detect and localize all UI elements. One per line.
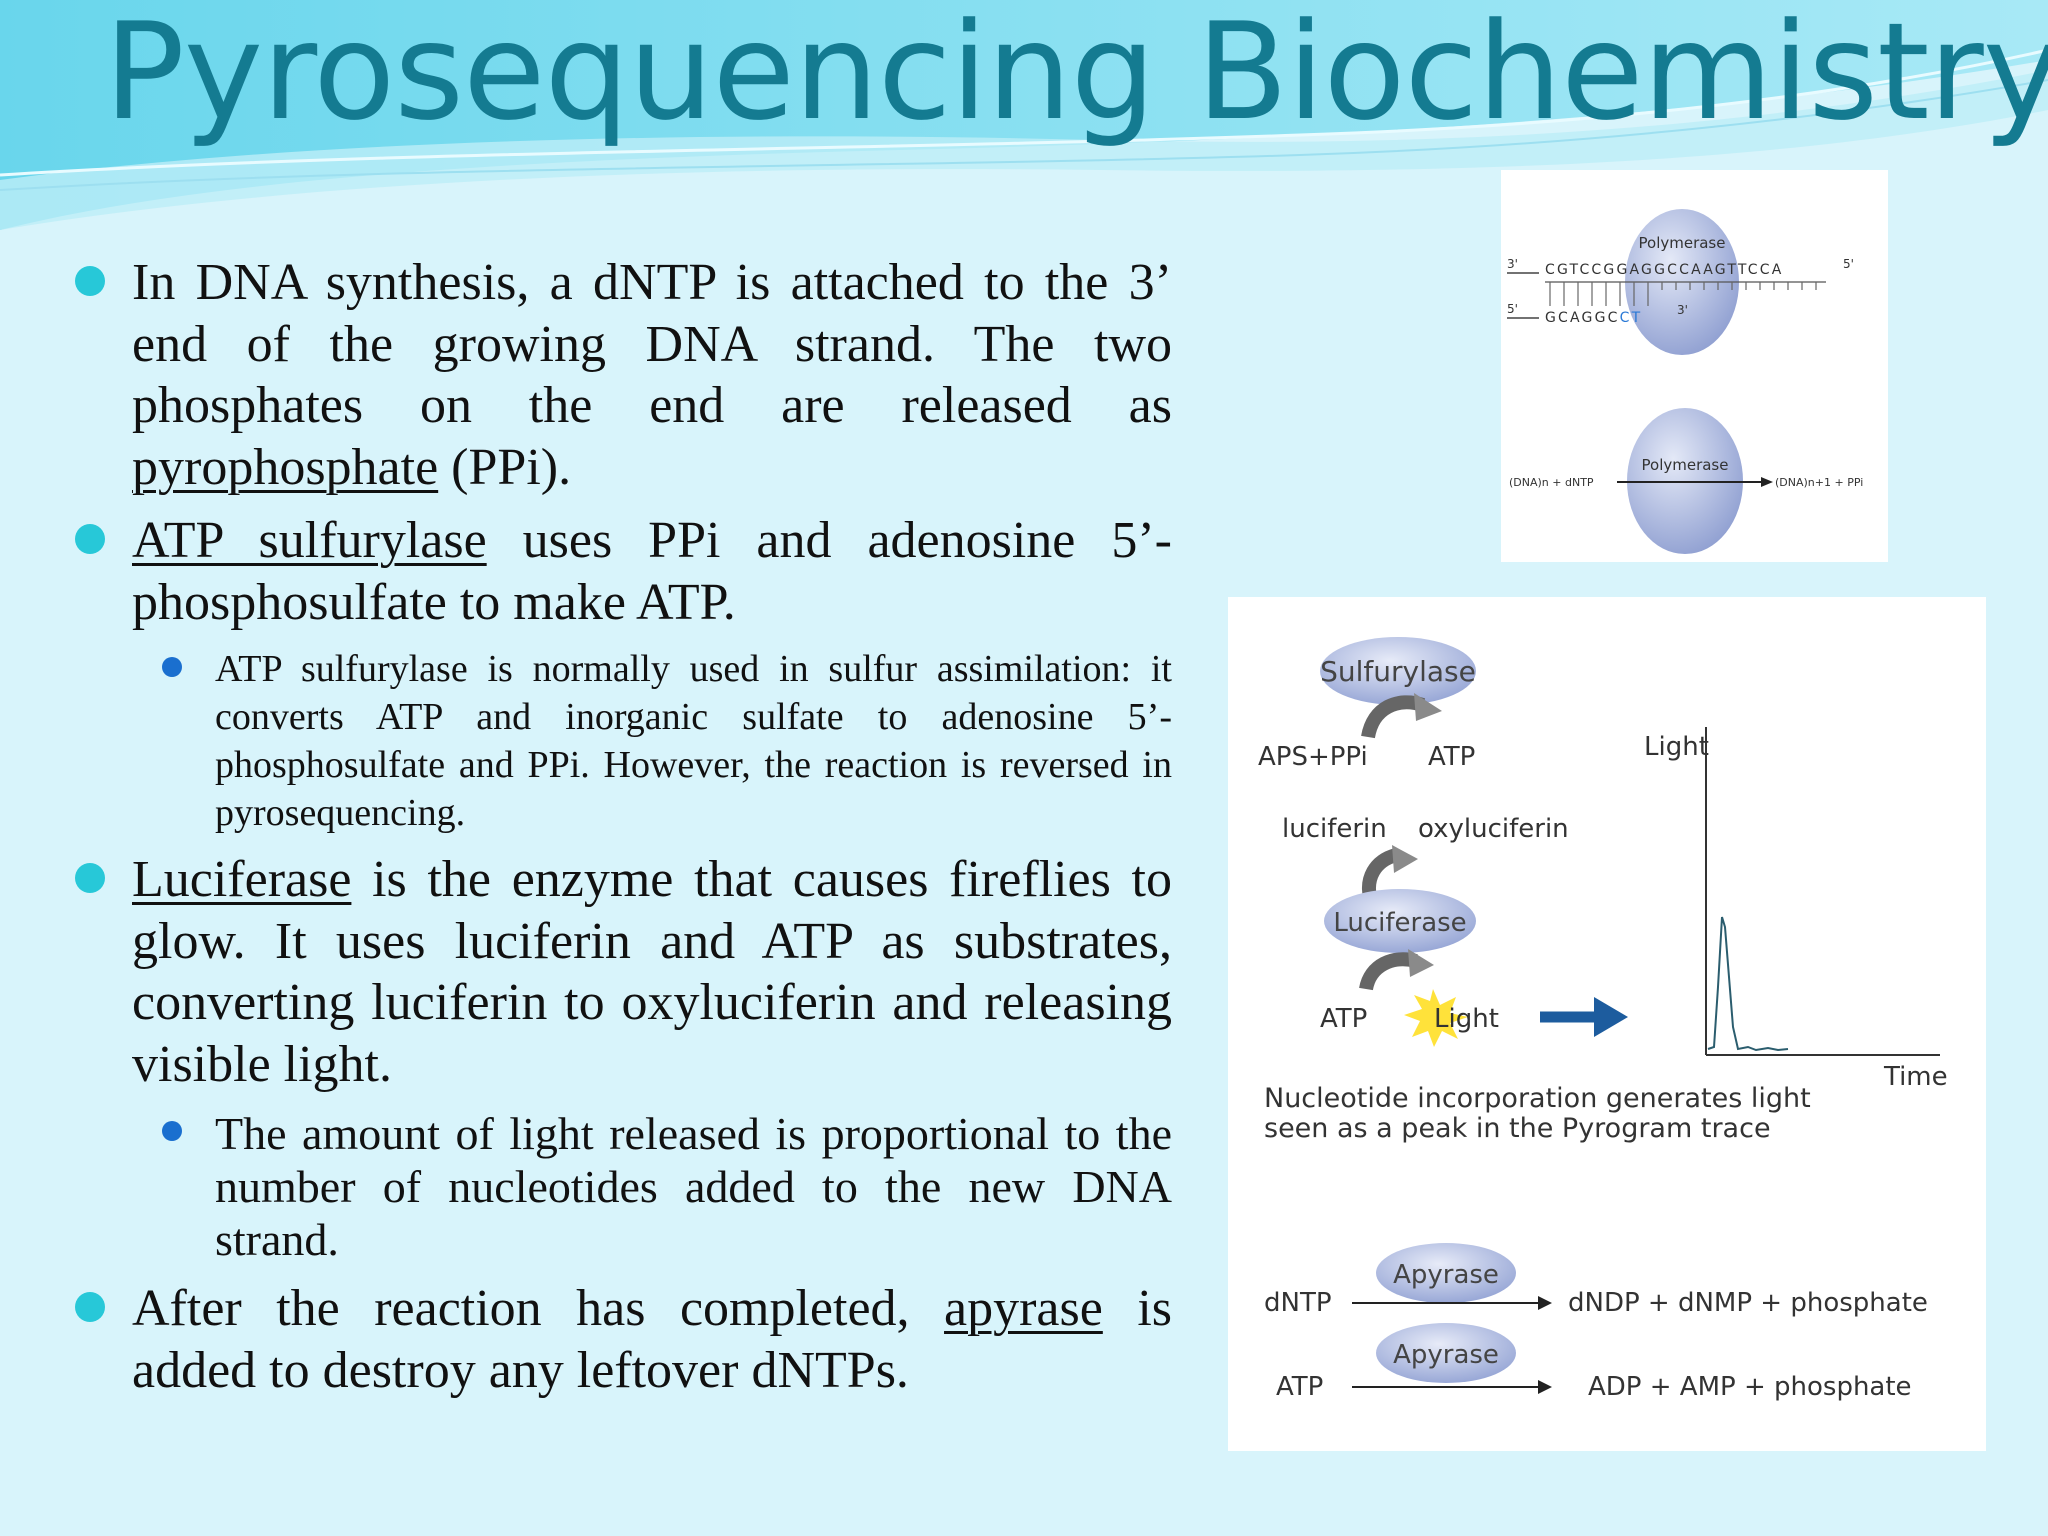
arrow-head-icon <box>1414 693 1442 721</box>
cascade-figure: Sulfurylase APS+PPi ATP luciferin oxyluc… <box>1228 597 1986 1451</box>
arrow-head-icon <box>1392 845 1418 873</box>
curved-arrow-icon <box>1361 695 1426 739</box>
substrate-label: ATP <box>1276 1372 1323 1402</box>
pyrogram-trace <box>1707 916 1789 1052</box>
bullet-dot-icon <box>75 863 105 893</box>
apyrase-ellipse <box>1376 1243 1516 1303</box>
link-apyrase[interactable]: apyrase <box>944 1280 1103 1337</box>
bullet-dot-icon <box>75 1292 105 1322</box>
link-luciferase[interactable]: Luciferase <box>132 851 352 908</box>
luciferase-label: Luciferase <box>1333 908 1466 938</box>
link-atp-sulfurylase[interactable]: ATP sulfurylase <box>132 512 487 569</box>
enzyme-label: Polymerase <box>1639 234 1726 252</box>
strand-end-label: 5' <box>1507 302 1518 316</box>
arrow-head-icon <box>1594 997 1628 1037</box>
strand-end-label: 3' <box>1677 303 1688 317</box>
bullet-item: Luciferase is the enzyme that causes fir… <box>75 849 1172 1095</box>
cascade-diagram: Sulfurylase APS+PPi ATP luciferin oxyluc… <box>1258 637 1948 1402</box>
bullet-list: In DNA synthesis, a dNTP is attached to … <box>75 252 1172 1413</box>
arrow-head-icon <box>1408 949 1434 977</box>
reaction-reactant: (DNA)n + dNTP <box>1509 476 1594 489</box>
figure-caption: seen as a peak in the Pyrogram trace <box>1264 1113 1771 1144</box>
light-label: Light <box>1434 1004 1499 1034</box>
base-pair-ticks <box>1549 282 1817 306</box>
product-label: oxyluciferin <box>1418 814 1569 844</box>
apyrase-ellipse <box>1376 1323 1516 1383</box>
axis-label-light: Light <box>1644 732 1709 762</box>
polymerase-diagram: Polymerase 3' CGTCCGGAGGCCAAGTTCCA 5' 5'… <box>1507 209 1863 554</box>
arrow-head-icon <box>1538 1380 1552 1394</box>
product-label: ATP <box>1428 742 1475 772</box>
sub-bullet-dot-icon <box>162 657 182 677</box>
bullet-item: After the reaction has completed, apyras… <box>75 1278 1172 1401</box>
bullet-dot-icon <box>75 266 105 296</box>
light-burst-icon <box>1404 989 1468 1047</box>
top-strand-sequence: CGTCCGGAGGCCAAGTTCCA <box>1545 262 1784 278</box>
sulfurylase-ellipse <box>1320 637 1476 705</box>
bullet-dot-icon <box>75 524 105 554</box>
reaction-product: (DNA)n+1 + PPi <box>1775 476 1863 489</box>
sub-bullet-dot-icon <box>162 1121 182 1141</box>
bullet-item: ATP sulfurylase uses PPi and adenosine 5… <box>75 510 1172 633</box>
sub-bullet-item: The amount of light released is proporti… <box>162 1107 1172 1266</box>
product-label: ADP + AMP + phosphate <box>1588 1372 1912 1402</box>
substrate-label: luciferin <box>1282 814 1387 844</box>
slide-title: Pyrosequencing Biochemistry <box>104 0 2048 150</box>
polymerase-figure: Polymerase 3' CGTCCGGAGGCCAAGTTCCA 5' 5'… <box>1501 170 1888 562</box>
axis-label-time: Time <box>1883 1062 1948 1092</box>
figure-caption: Nucleotide incorporation generates light <box>1264 1083 1811 1114</box>
apyrase-label: Apyrase <box>1393 1340 1499 1370</box>
bottom-strand-sequence: GCAGGCCT <box>1545 310 1642 326</box>
apyrase-label: Apyrase <box>1393 1260 1499 1290</box>
substrate-label: APS+PPi <box>1258 742 1368 772</box>
arrow-head-icon <box>1761 477 1773 487</box>
product-label: dNDP + dNMP + phosphate <box>1568 1288 1928 1318</box>
sub-bullet-item: ATP sulfurylase is normally used in sulf… <box>162 645 1172 837</box>
bullet-item: In DNA synthesis, a dNTP is attached to … <box>75 252 1172 498</box>
strand-end-label: 5' <box>1843 257 1854 271</box>
arrow-head-icon <box>1538 1296 1552 1310</box>
curved-arrow-icon <box>1359 952 1418 991</box>
sulfurylase-label: Sulfurylase <box>1320 655 1476 688</box>
substrate-label: ATP <box>1320 1004 1367 1034</box>
enzyme-label: Polymerase <box>1642 456 1729 474</box>
substrate-label: dNTP <box>1264 1288 1332 1318</box>
strand-end-label: 3' <box>1507 257 1518 271</box>
link-pyrophosphate[interactable]: pyrophosphate <box>132 438 439 496</box>
luciferase-ellipse <box>1324 889 1476 953</box>
